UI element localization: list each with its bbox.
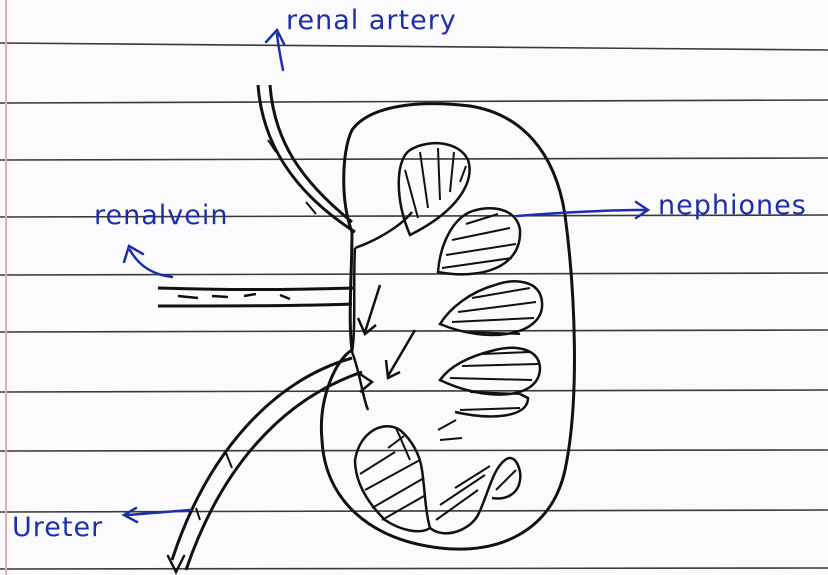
renal-artery-label: renal artery	[286, 5, 457, 36]
renal-vein-label: renalvein	[94, 200, 228, 231]
ureter-vessel	[172, 358, 362, 570]
ureter-label: Ureter	[12, 512, 103, 543]
ruled-lines	[0, 43, 828, 569]
flow-arrows	[358, 285, 415, 392]
nephron-lobes	[355, 143, 542, 533]
nephrons-label: nephiones	[658, 190, 807, 221]
renal-vein-vessel	[158, 288, 355, 306]
renal-pelvis	[352, 212, 412, 410]
